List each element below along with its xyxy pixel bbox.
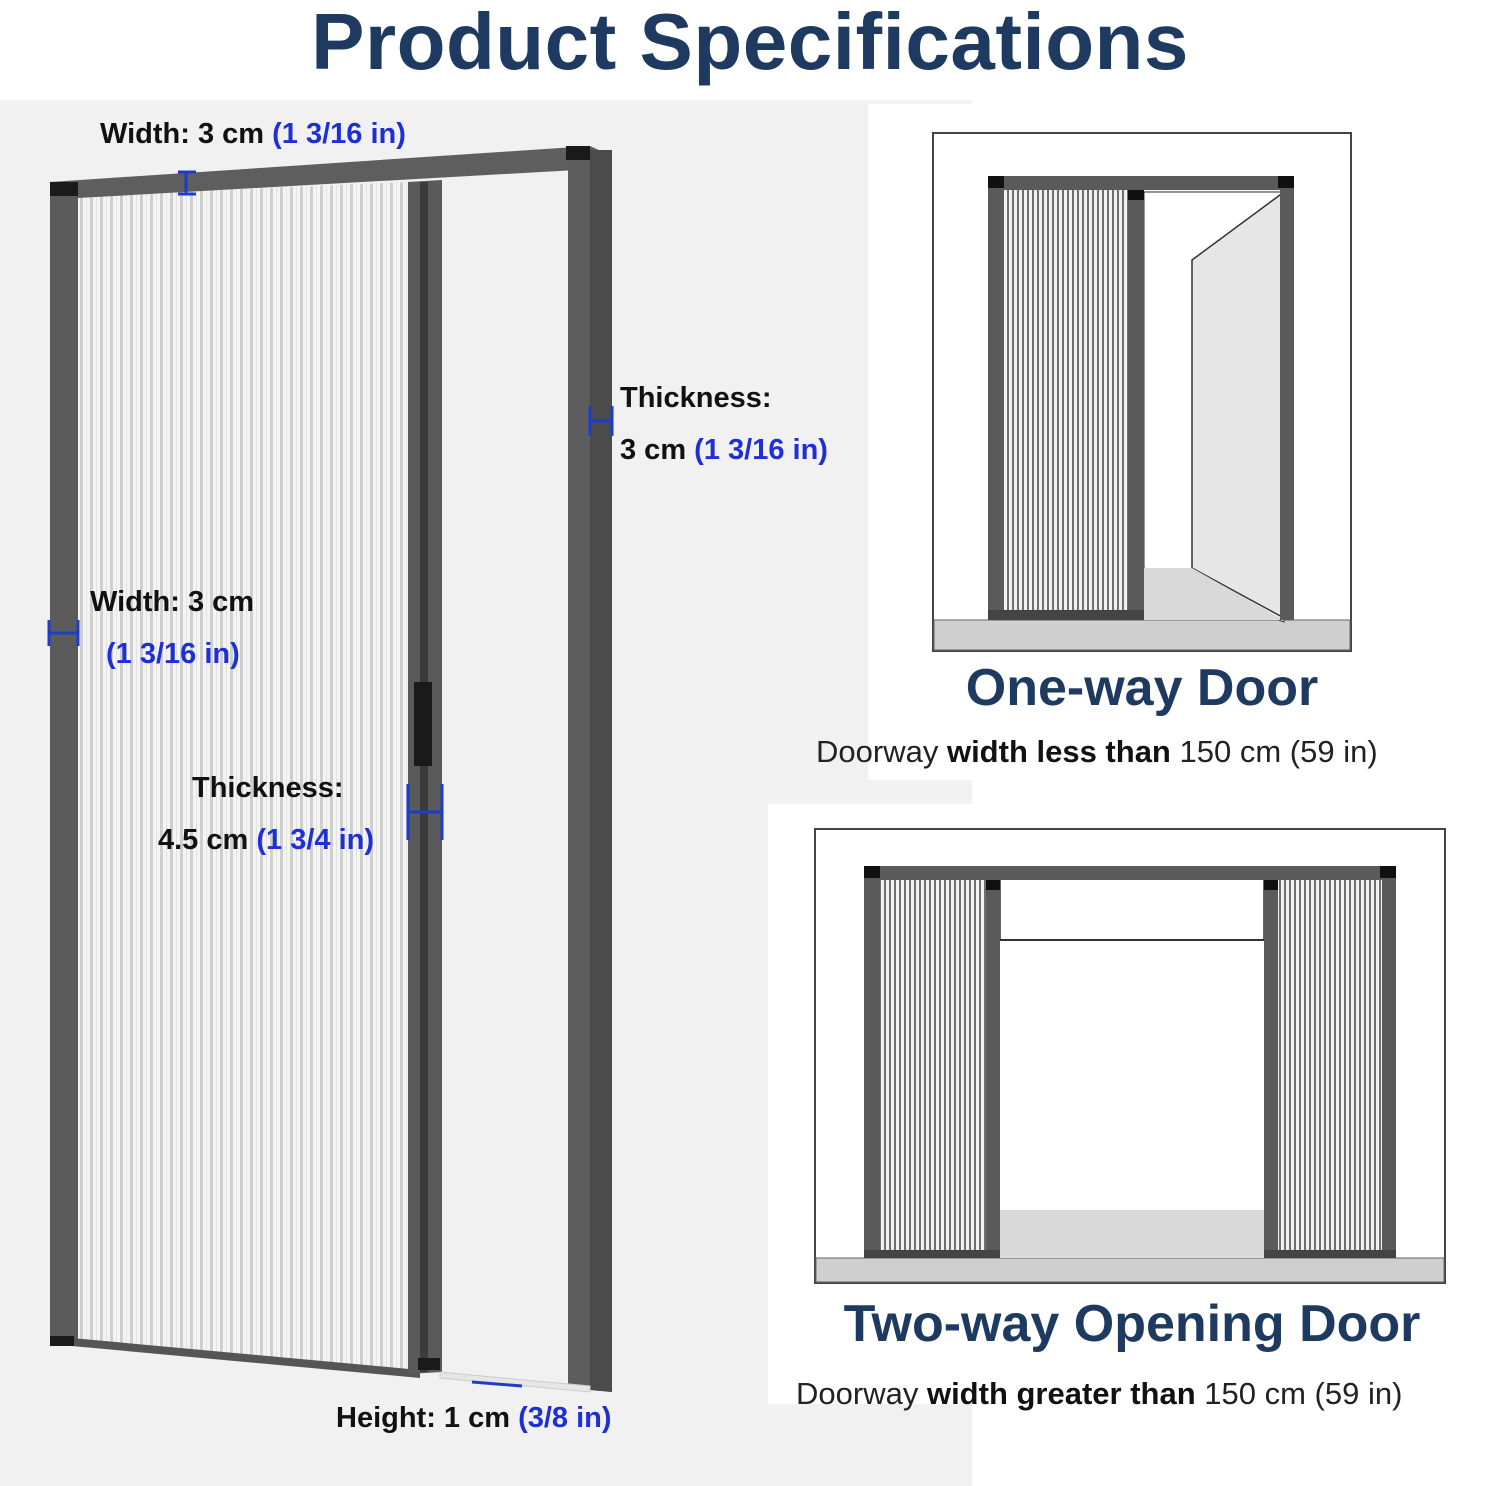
- left-width-imperial: (1 3/16 in): [106, 638, 240, 670]
- two-way-door-illustration: [814, 828, 1446, 1284]
- two-way-description: Doorway width greater than 150 cm (59 in…: [796, 1376, 1402, 1412]
- one-way-desc-bold: width less than: [946, 734, 1171, 769]
- top-width-label: Width: 3 cm (1 3/16 in): [100, 118, 406, 151]
- top-width-imperial: (1 3/16 in): [272, 118, 406, 150]
- one-way-door-illustration: [932, 132, 1352, 652]
- page-title: Product Specifications: [311, 0, 1189, 86]
- one-way-description: Doorway width less than 150 cm (59 in): [816, 734, 1378, 770]
- bottom-rail: [50, 1336, 420, 1378]
- mid-thickness-metric: 4.5 cm: [158, 824, 249, 856]
- one-way-desc-suffix: 150 cm (59 in): [1179, 734, 1378, 769]
- left-width-label: Width: 3 cm: [90, 586, 255, 618]
- main-door-illustration: [47, 146, 614, 1393]
- top-width-metric: Width: 3 cm: [100, 118, 265, 150]
- two-way-desc-prefix: Doorway: [796, 1376, 919, 1411]
- bottom-height-label: Height: 1 cm (3/8 in): [336, 1402, 612, 1435]
- one-way-desc-prefix: Doorway: [816, 734, 939, 769]
- pleated-mesh: [76, 182, 408, 1372]
- top-rail: [50, 146, 612, 198]
- bottom-height-imperial: (3/8 in): [518, 1402, 612, 1434]
- side-thickness-imperial: (1 3/16 in): [694, 434, 828, 466]
- two-way-desc-bold: width greater than: [926, 1376, 1196, 1411]
- left-post: [50, 182, 78, 1344]
- mid-thickness-value: 4.5 cm (1 3/4 in): [158, 824, 374, 857]
- mid-thickness-label: Thickness:: [192, 772, 344, 804]
- handle: [414, 682, 432, 766]
- side-thickness-value: 3 cm (1 3/16 in): [620, 434, 828, 467]
- two-way-desc-suffix: 150 cm (59 in): [1204, 1376, 1403, 1411]
- side-thickness-label: Thickness:: [620, 382, 772, 414]
- mid-thickness-imperial: (1 3/4 in): [256, 824, 375, 856]
- one-way-title: One-way Door: [965, 659, 1319, 717]
- two-way-title: Two-way Opening Door: [843, 1295, 1421, 1353]
- bottom-height-metric: Height: 1 cm: [336, 1402, 511, 1434]
- side-thickness-metric: 3 cm: [620, 434, 687, 466]
- dimension-markers: [47, 170, 614, 1388]
